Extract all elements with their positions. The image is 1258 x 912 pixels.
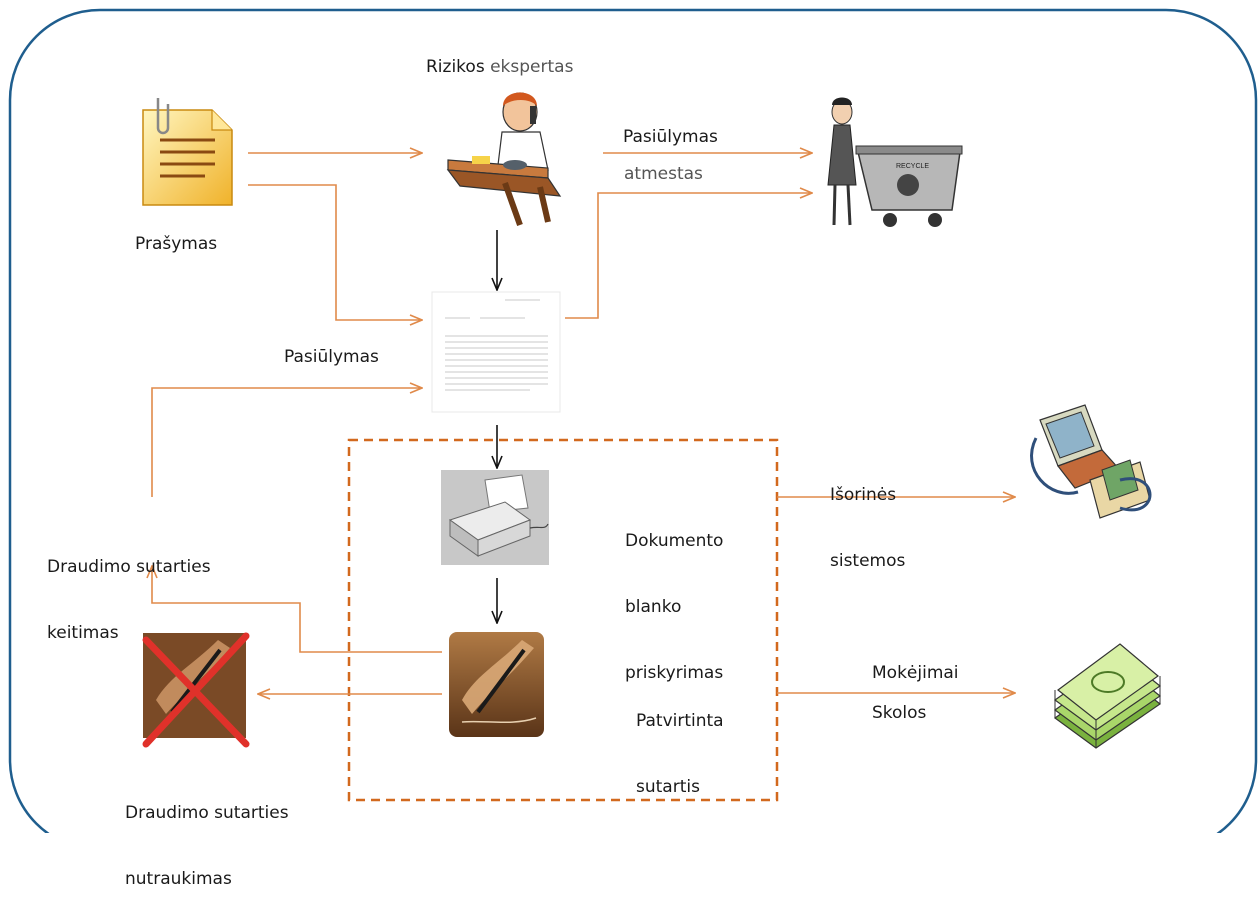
termination-line1: Draudimo sutarties <box>125 803 289 823</box>
paper-document-icon <box>431 291 561 413</box>
form-assignment-line1: Dokumento <box>625 531 724 551</box>
risk-expert-word1: Rizikos <box>426 57 485 77</box>
printer-icon <box>441 470 549 565</box>
arrow-signed-to-amendment <box>152 566 442 653</box>
approval-process-box <box>347 438 779 802</box>
amendment-line1: Draudimo sutarties <box>47 557 211 577</box>
arrow-request-to-proposal <box>248 184 422 320</box>
risk-expert-word2: ekspertas <box>490 57 574 77</box>
arrow-amendment-to-proposal <box>151 388 422 497</box>
amendment-line2: keitimas <box>47 623 119 643</box>
request-label: Prašymas <box>135 234 218 254</box>
recycle-bin-text: RECYCLE <box>896 163 929 170</box>
termination-label: Draudimo sutarties nutraukimas <box>125 758 289 912</box>
rejected-label: atmestas <box>624 164 703 184</box>
person-at-desk-icon <box>446 92 562 227</box>
outer-frame <box>8 8 1258 833</box>
payments-label: Mokėjimai <box>872 663 959 683</box>
signing-hand-icon <box>449 632 544 737</box>
computer-network-icon <box>1030 404 1152 519</box>
form-assignment-label: Dokumento blanko priskyrimas <box>625 486 723 706</box>
amendment-label: Draudimo sutarties keitimas <box>47 512 211 666</box>
external-systems-line2: sistemos <box>830 551 906 571</box>
form-assignment-line3: priskyrimas <box>625 663 724 683</box>
recycle-bin-icon: RECYCLE <box>827 97 963 227</box>
external-systems-line1: Išorinės <box>830 485 897 505</box>
money-stack-icon <box>1053 643 1162 749</box>
crossed-signing-icon <box>142 632 250 748</box>
diagram-canvas: RECYCLE <box>8 8 1258 833</box>
document-icon <box>142 98 233 206</box>
proposal-left-label: Pasiūlymas <box>284 347 379 367</box>
form-assignment-line2: blanko <box>625 597 682 617</box>
proposal-top-label: Pasiūlymas <box>623 127 718 147</box>
debts-label: Skolos <box>872 703 927 723</box>
approved-contract-label: Patvirtinta sutartis <box>636 666 724 820</box>
external-systems-label: Išorinės sistemos <box>830 440 905 594</box>
risk-expert-label: Rizikos ekspertas <box>426 56 573 78</box>
approved-contract-line2: sutartis <box>636 777 700 797</box>
arrow-proposal-to-rejected <box>565 193 812 319</box>
termination-line2: nutraukimas <box>125 869 232 889</box>
approved-contract-line1: Patvirtinta <box>636 711 724 731</box>
